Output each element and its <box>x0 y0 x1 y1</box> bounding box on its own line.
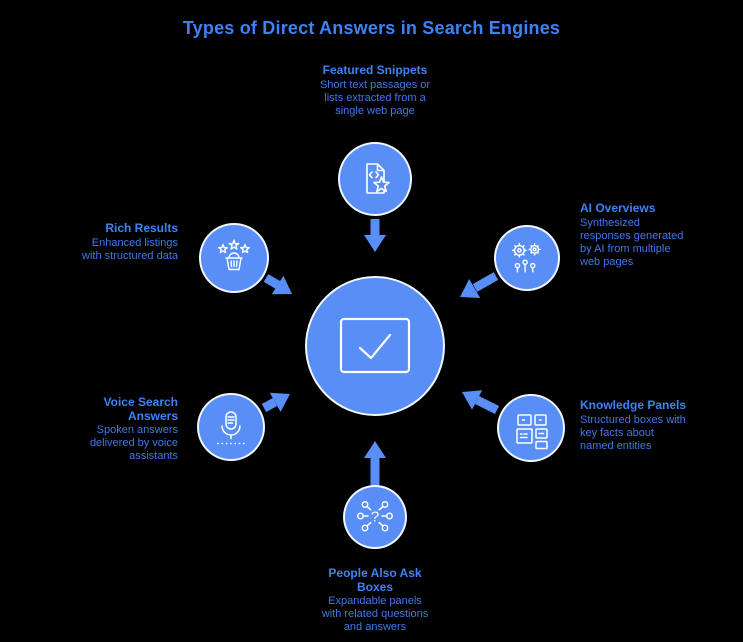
people-also-ask-description: Expandable panels with related questions… <box>321 595 429 633</box>
rich-results-heading: Rich Results <box>105 221 178 235</box>
featured-snippets-text: Featured Snippets Short text passages or… <box>275 63 475 118</box>
people-also-ask-heading: People Also Ask Boxes <box>328 566 422 594</box>
link-bottom-left <box>366 521 372 527</box>
voice-search-heading: Voice Search Answers <box>103 395 178 423</box>
ai-overviews-heading: AI Overviews <box>580 201 656 215</box>
node-right <box>386 512 393 520</box>
node-left <box>357 512 364 520</box>
star-middle <box>228 239 240 250</box>
voice-search-text: Voice Search Answers Spoken answers deli… <box>40 395 178 463</box>
panel-top-left <box>517 414 532 426</box>
gear-large-hub <box>517 248 522 253</box>
basket-body <box>226 257 242 271</box>
people-also-ask-text: People Also Ask Boxes Expandable panels … <box>275 566 475 634</box>
panel-right-bottom <box>535 440 548 450</box>
star-right <box>240 243 250 254</box>
link-bottom-right <box>378 521 384 527</box>
node-top-left <box>361 501 369 508</box>
star-left <box>217 243 229 254</box>
featured-snippets-bubble <box>338 142 412 216</box>
featured-snippets-description: Short text passages or lists extracted f… <box>319 78 431 117</box>
node-bottom-right <box>381 524 389 532</box>
question-mark: ? <box>371 509 379 526</box>
featured-snippets-heading: Featured Snippets <box>322 63 428 77</box>
link-top-left <box>366 505 372 511</box>
star-shape <box>373 176 390 193</box>
rich-results-text: Rich Results Enhanced listings with stru… <box>40 221 178 263</box>
knowledge-panels-text: Knowledge Panels Structured boxes with k… <box>580 398 740 453</box>
basket-slats <box>230 260 238 268</box>
arrow-voice-to-center <box>261 392 290 412</box>
gears-circuit-icon <box>511 242 541 273</box>
diagram-title: Types of Direct Answers in Search Engine… <box>182 18 561 38</box>
voice-search-bubble <box>197 393 265 461</box>
people-also-ask-bubble: ? <box>343 485 407 549</box>
ai-overviews-bubble <box>494 225 560 291</box>
basket-stars-icon <box>217 239 250 271</box>
arrow-paa-to-center <box>364 441 386 486</box>
ai-overviews-description: Synthesized responses generated by AI fr… <box>580 216 684 268</box>
center-bubble <box>305 276 445 416</box>
document-fold <box>376 163 385 172</box>
link-top-right <box>378 505 384 511</box>
ai-overviews-text: AI Overviews Synthesized responses gener… <box>580 201 735 269</box>
panel-left-lines <box>519 433 528 439</box>
code-brackets <box>368 171 380 179</box>
mic-grill <box>227 416 235 424</box>
basket-handle <box>228 252 240 259</box>
panel-top-right <box>534 414 547 426</box>
sound-dots <box>217 442 245 445</box>
check-mark <box>358 333 392 360</box>
rich-results-bubble <box>199 223 269 293</box>
gear-large-teeth <box>511 242 527 258</box>
gear-small-hub <box>532 247 537 252</box>
document-code-star-icon <box>366 163 390 194</box>
mic-cradle <box>221 425 241 436</box>
microphone-icon <box>217 411 245 445</box>
panels-grid-icon <box>516 414 548 450</box>
answer-check-icon <box>339 317 411 374</box>
question-network-icon: ? <box>357 501 393 532</box>
rich-results-description: Enhanced listings with structured data <box>82 236 178 262</box>
knowledge-panels-bubble <box>497 394 565 462</box>
arrow-ai-to-center <box>460 272 499 298</box>
arrow-knowledge-to-center <box>462 390 500 415</box>
mic-capsule <box>225 411 237 430</box>
panel-right-mid <box>535 428 548 439</box>
voice-search-description: Spoken answers delivered by voice assist… <box>89 424 178 462</box>
gear-small-teeth <box>528 243 541 256</box>
knowledge-panels-heading: Knowledge Panels <box>580 398 687 412</box>
node-top-right <box>381 501 389 508</box>
arrow-featured-to-center <box>364 219 386 252</box>
screen-frame <box>339 317 411 374</box>
arrow-rich-to-center <box>263 274 292 295</box>
knowledge-panels-description: Structured boxes with key facts about na… <box>580 413 686 452</box>
panel-left-large <box>516 428 533 444</box>
node-bottom-left <box>361 524 369 532</box>
